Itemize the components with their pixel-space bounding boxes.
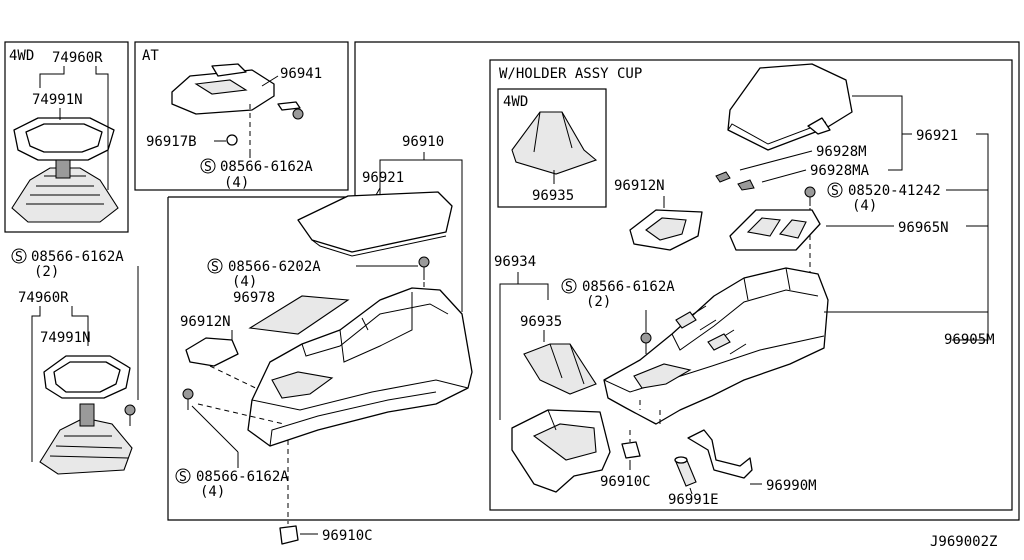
frame-console [167,41,1020,521]
part-74991N-a: 74991N [32,92,83,108]
part-74991N-b: 74991N [40,330,91,346]
screw-qty-bot: (4) [200,484,225,500]
part-96921-left: 96921 [362,170,404,186]
screw-part-mid: 08566-6202A [228,259,321,275]
console-front-bezel [511,409,611,493]
screw-symbol-right [827,182,843,198]
shift-boot-left [39,403,133,475]
armrest-lid-right [727,63,853,151]
frame-cup-holder [489,59,1013,511]
screw-part-cup: 08566-6162A [582,279,675,295]
screw-part-right: 08520-41242 [848,183,941,199]
part-96935-mid: 96935 [520,314,562,330]
tube-96991E [674,456,697,487]
screw-qty-cup: (2) [586,294,611,310]
shift-boot-cup [523,343,597,395]
screw-symbol-bot-text: S [179,470,187,485]
frame-at [134,41,349,191]
shift-boot-4wd [11,159,119,223]
shift-indicator-at [171,63,275,115]
part-74960R-a: 74960R [52,50,103,66]
screw-part-at: 08566-6162A [220,159,313,175]
bolt-left [124,404,136,426]
shift-boot-retainer-left [43,355,131,399]
bracket-96990M [687,429,753,479]
part-96935-top: 96935 [532,188,574,204]
screw-qty-right: (4) [852,198,877,214]
screw-symbol-left-text: S [15,250,23,265]
part-96912N-mid: 96912N [614,178,665,194]
screw-part-bot: 08566-6162A [196,469,289,485]
mat-96978 [248,295,350,335]
clip-96941 [277,101,304,120]
screw-symbol-mid [207,258,223,274]
clip-96917B [226,134,238,146]
part-96910-top: 96910 [402,134,444,150]
bolt-mid [418,256,430,280]
cover-96912N-mid [629,209,703,251]
console-body-left [247,287,473,447]
part-96941: 96941 [280,66,322,82]
clip-96910C-mid [621,441,641,459]
part-96928MA: 96928MA [810,163,870,179]
cup-holder-insert-96965N [729,209,821,251]
part-96905M: 96905M [944,332,995,348]
part-96912N-left: 96912N [180,314,231,330]
group-title-4wd-top: 4WD [9,48,34,64]
group-title-4wd-cup: 4WD [503,94,528,110]
clip-96910C-bot [279,525,299,545]
part-96978: 96978 [233,290,275,306]
armrest-lid-left [297,191,453,257]
screw-qty-mid: (4) [232,274,257,290]
screw-symbol-bot [175,468,191,484]
group-title-cup-holder: W/HOLDER ASSY CUP [499,66,642,82]
screw-qty-at: (4) [224,175,249,191]
bolt-right [804,186,816,206]
frame-4wd-top [4,41,129,233]
part-96965N: 96965N [898,220,949,236]
frame-4wd-cup [497,88,607,208]
screw-symbol-left [11,248,27,264]
screw-part-left: 08566-6162A [31,249,124,265]
clip-96928M [715,171,731,183]
screw-qty-left: (2) [34,264,59,280]
part-96917B: 96917B [146,134,197,150]
cover-96912N-left [185,337,239,367]
console-body-right [603,267,829,425]
screw-symbol-at [200,158,216,174]
screw-symbol-right-text: S [831,184,839,199]
part-74960R-b: 74960R [18,290,69,306]
group-title-at: AT [142,48,159,64]
screw-symbol-cup [561,278,577,294]
shift-boot-4wd-cup [511,111,598,175]
diagram-id: J969002Z [930,534,997,550]
clip-96928MA [737,179,755,191]
screw-symbol-mid-text: S [211,260,219,275]
part-96921-right: 96921 [916,128,958,144]
part-96934: 96934 [494,254,536,270]
part-96990M: 96990M [766,478,817,494]
part-96910C-mid: 96910C [600,474,651,490]
bolt-cup [640,332,652,354]
screw-symbol-cup-text: S [565,280,573,295]
part-96910C-bot: 96910C [322,528,373,544]
part-96928M: 96928M [816,144,867,160]
screw-symbol-at-text: S [204,160,212,175]
shift-boot-retainer-4wd [13,117,115,161]
part-96991E: 96991E [668,492,719,508]
bolt-left-console [182,388,194,410]
